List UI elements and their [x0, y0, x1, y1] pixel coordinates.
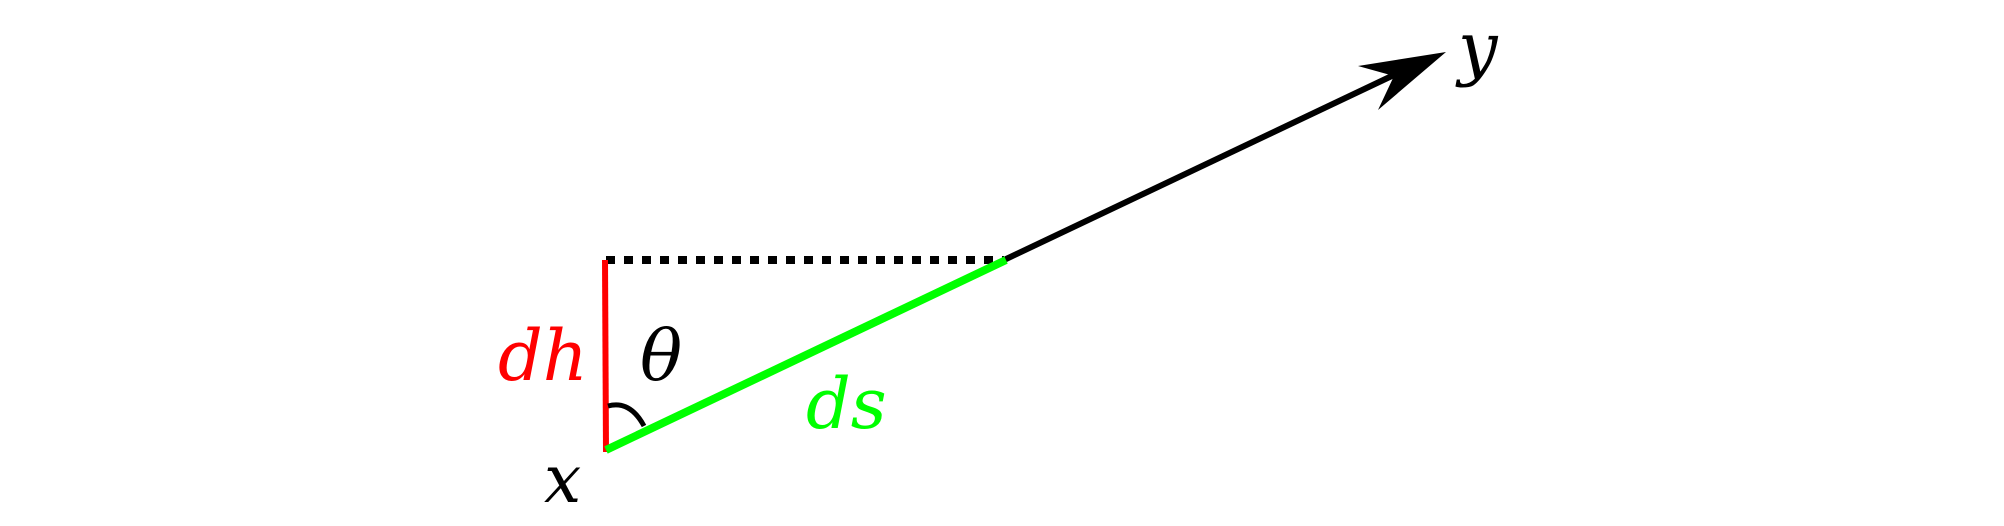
dh-segment	[602, 259, 609, 453]
label-theta: θ	[640, 315, 682, 397]
label-dh: dh	[498, 315, 588, 397]
ds-segment	[604, 256, 1008, 454]
arrow-shaft	[1002, 71, 1398, 263]
angle-arc	[607, 402, 647, 428]
label-ds: ds	[806, 363, 887, 445]
arrowhead	[1358, 52, 1446, 110]
label-x: x	[544, 441, 581, 518]
label-y: y	[1455, 7, 1499, 89]
